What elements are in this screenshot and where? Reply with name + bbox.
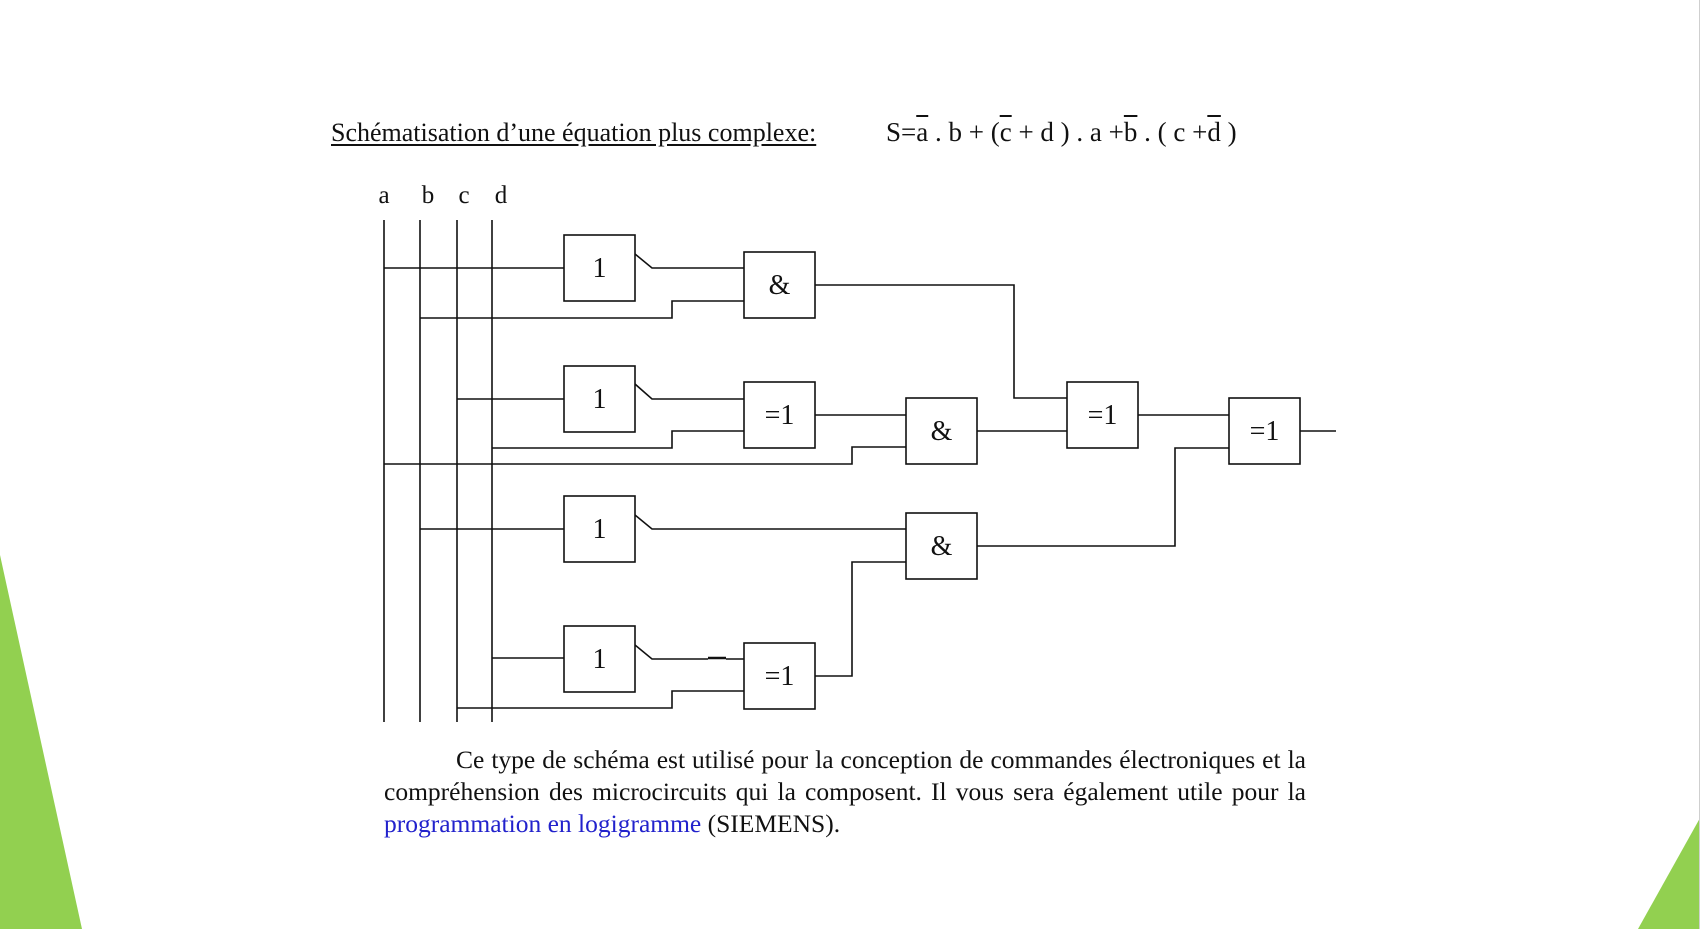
green-triangle-right (1638, 818, 1700, 929)
wire (492, 430, 744, 449)
equation: S=a . b + (c + d ) . a +b . ( c +d ) (886, 117, 1237, 148)
gate-label: 1 (593, 384, 607, 415)
xor-gate (1066, 381, 1139, 449)
gate-label: & (769, 270, 791, 301)
xor-gate (1228, 397, 1301, 465)
paragraph-text-end: (SIEMENS). (701, 809, 841, 838)
green-triangle-left (0, 555, 82, 929)
gate-label: 1 (593, 514, 607, 545)
or-gate (563, 234, 636, 302)
gate-label: & (931, 531, 953, 562)
and-gate (905, 512, 978, 580)
equation-negated-term: b (1123, 117, 1138, 147)
gate-label: =1 (765, 400, 795, 431)
wire (420, 300, 744, 319)
wire (977, 447, 1229, 547)
xor-gate (743, 381, 816, 449)
gate-label: & (931, 416, 953, 447)
equation-negated-term: a (916, 117, 929, 147)
wire (384, 446, 906, 465)
equation-part: ) (1220, 117, 1237, 147)
xor-gate (743, 642, 816, 710)
gate-label: =1 (1250, 416, 1280, 447)
description-paragraph: Ce type de schéma est utilisé pour la co… (384, 744, 1306, 840)
heading: Schématisation d’une équation plus compl… (331, 118, 816, 148)
gate-label: =1 (765, 661, 795, 692)
wire (457, 690, 744, 709)
heading-text: Schématisation d’une équation plus compl… (331, 118, 817, 147)
gate-label: 1 (593, 644, 607, 675)
and-gate (905, 397, 978, 465)
wires (383, 220, 1336, 722)
equation-negated-term: d (1207, 117, 1221, 147)
equation-negated-term: c (999, 117, 1012, 147)
input-label-b: b (422, 182, 435, 209)
equation-part: . ( c + (1137, 117, 1208, 147)
wire-inverted-output (634, 644, 708, 660)
wire (815, 561, 906, 677)
input-label-c: c (458, 182, 469, 209)
or-gate (563, 365, 636, 433)
wire-inverted-output (634, 383, 744, 400)
wire-inverted-output (634, 253, 744, 269)
equation-part: + d ) . a + (1011, 117, 1124, 147)
programming-link[interactable]: programmation en logigramme (384, 809, 702, 838)
input-label-a: a (378, 182, 389, 209)
paragraph-text: Ce type de schéma est utilisé pour la co… (384, 745, 1306, 806)
wire-inverted-output (634, 514, 906, 530)
equation-part: . b + ( (928, 117, 1000, 147)
and-gate (743, 251, 816, 319)
equation-part: S= (886, 117, 917, 147)
input-label-d: d (495, 182, 508, 209)
wire (815, 284, 1067, 399)
gate-label: 1 (593, 253, 607, 284)
or-gate (563, 495, 636, 563)
gate-label: =1 (1088, 400, 1118, 431)
or-gate (563, 625, 636, 693)
